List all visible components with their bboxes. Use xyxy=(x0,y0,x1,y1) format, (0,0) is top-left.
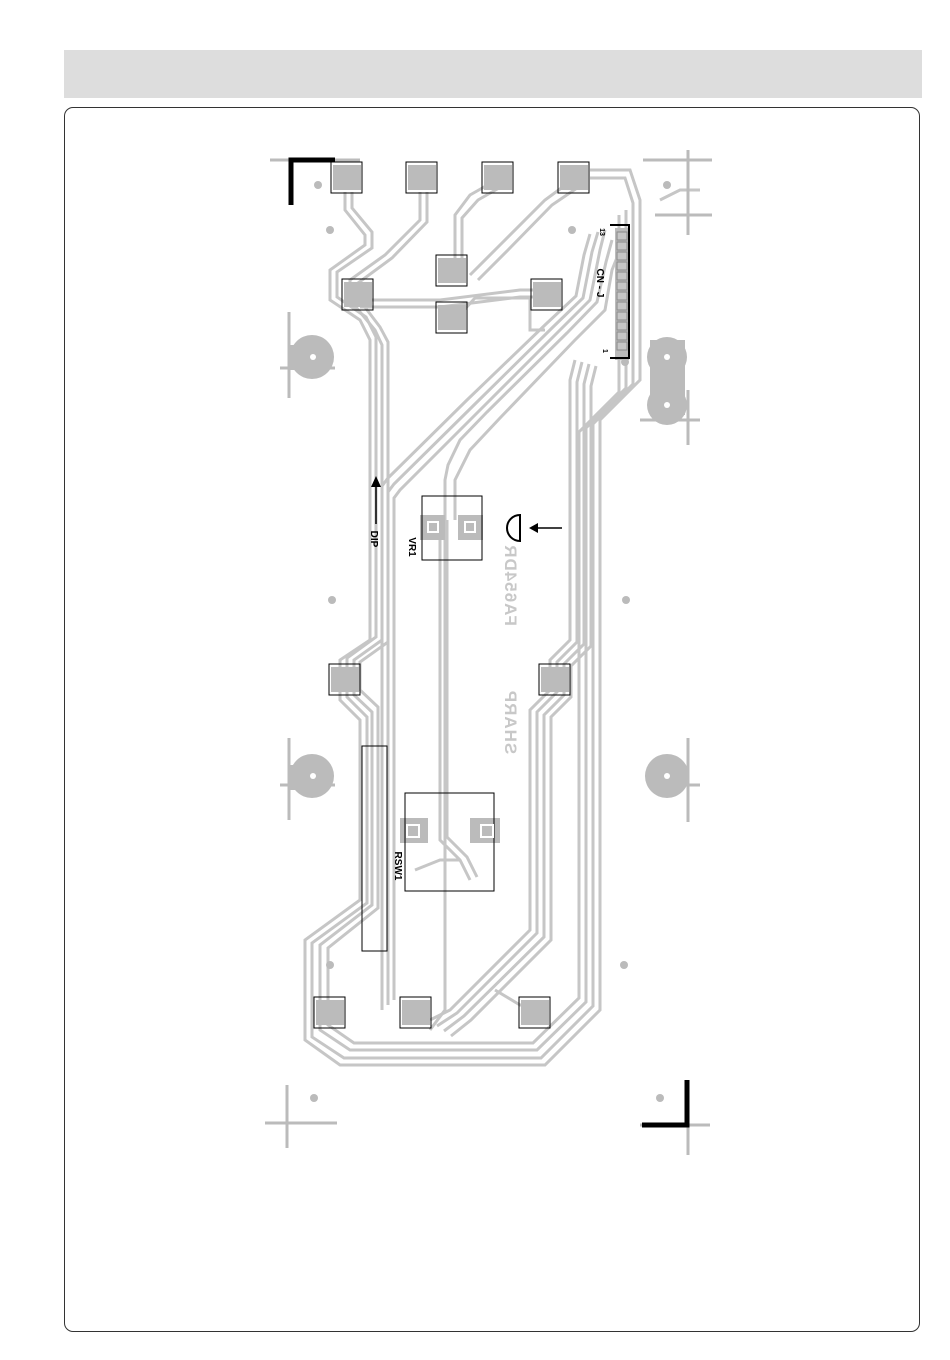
connector-pin-last: 1 xyxy=(601,349,608,353)
sensor-arrow-head xyxy=(529,523,538,533)
corner-mark-bottom-right xyxy=(642,1080,687,1125)
silk-brand: SHARP xyxy=(501,690,520,755)
mount-hole-left-top-tab xyxy=(290,345,310,370)
connector-label: CN - J xyxy=(594,269,605,298)
silk-part-number: FA654DR xyxy=(501,544,520,626)
trace-23 xyxy=(415,860,460,870)
sensor-symbol xyxy=(507,515,562,541)
rsw1-label: RSW1 xyxy=(392,852,403,881)
vr1-pads xyxy=(407,522,493,837)
connector-pin-first: 13 xyxy=(598,228,605,236)
pad-copper xyxy=(316,165,629,1025)
vr1-label: VR1 xyxy=(406,537,417,557)
sensor-body xyxy=(507,515,520,541)
trace-8 xyxy=(478,186,580,280)
trace-4 xyxy=(328,192,619,1043)
trace-14 xyxy=(382,234,590,1010)
trace-12 xyxy=(394,230,605,1000)
corner-mark-top-left xyxy=(291,160,335,205)
dip-arrow xyxy=(371,476,381,524)
dip-label: DIP xyxy=(368,531,379,548)
mounting-holes xyxy=(290,335,689,798)
pad-copper-1 xyxy=(333,165,361,190)
trace-25 xyxy=(660,190,700,200)
